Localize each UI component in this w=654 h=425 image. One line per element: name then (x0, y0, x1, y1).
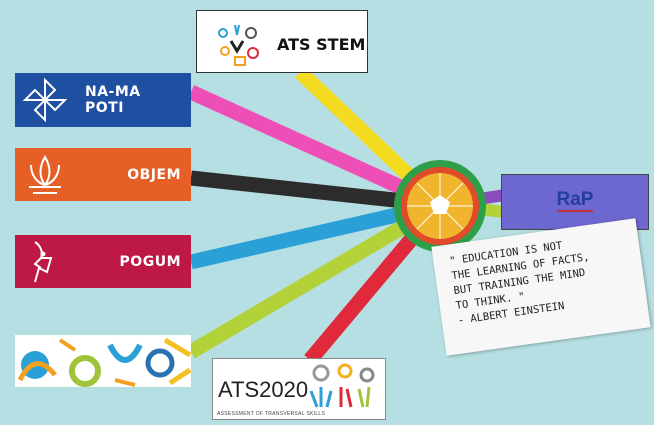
pinwheel-icon (22, 77, 68, 123)
objem-box: OBJEM (15, 148, 191, 201)
doodle-collage-image (15, 335, 191, 387)
lotus-icon (29, 155, 61, 194)
ribbon-green (187, 198, 444, 359)
ats-stem-label: ATS STEM (277, 35, 366, 54)
na-ma-poti-label: NA-MA POTI (85, 84, 141, 116)
pogum-box: POGUM (15, 235, 191, 288)
ats2020-subtitle: ASSESSMENT OF TRANSVERSAL SKILLS (217, 411, 326, 417)
ats2020-label: ATS2020 (218, 377, 309, 402)
rap-label: RaP (556, 189, 594, 212)
people-gears-icon (309, 363, 375, 408)
na-ma-poti-box: NA-MA POTI (15, 73, 191, 127)
goat-icon (33, 241, 53, 283)
stem-icons (218, 24, 259, 66)
objem-label: OBJEM (127, 166, 181, 183)
central-hub-wheel (393, 159, 487, 253)
ats2020-box: ATS2020 ASSESSMENT OF TRANSVERSAL SKILLS (212, 358, 386, 420)
pogum-label: POGUM (119, 253, 181, 270)
ats-stem-box: ATS STEM (196, 10, 368, 73)
